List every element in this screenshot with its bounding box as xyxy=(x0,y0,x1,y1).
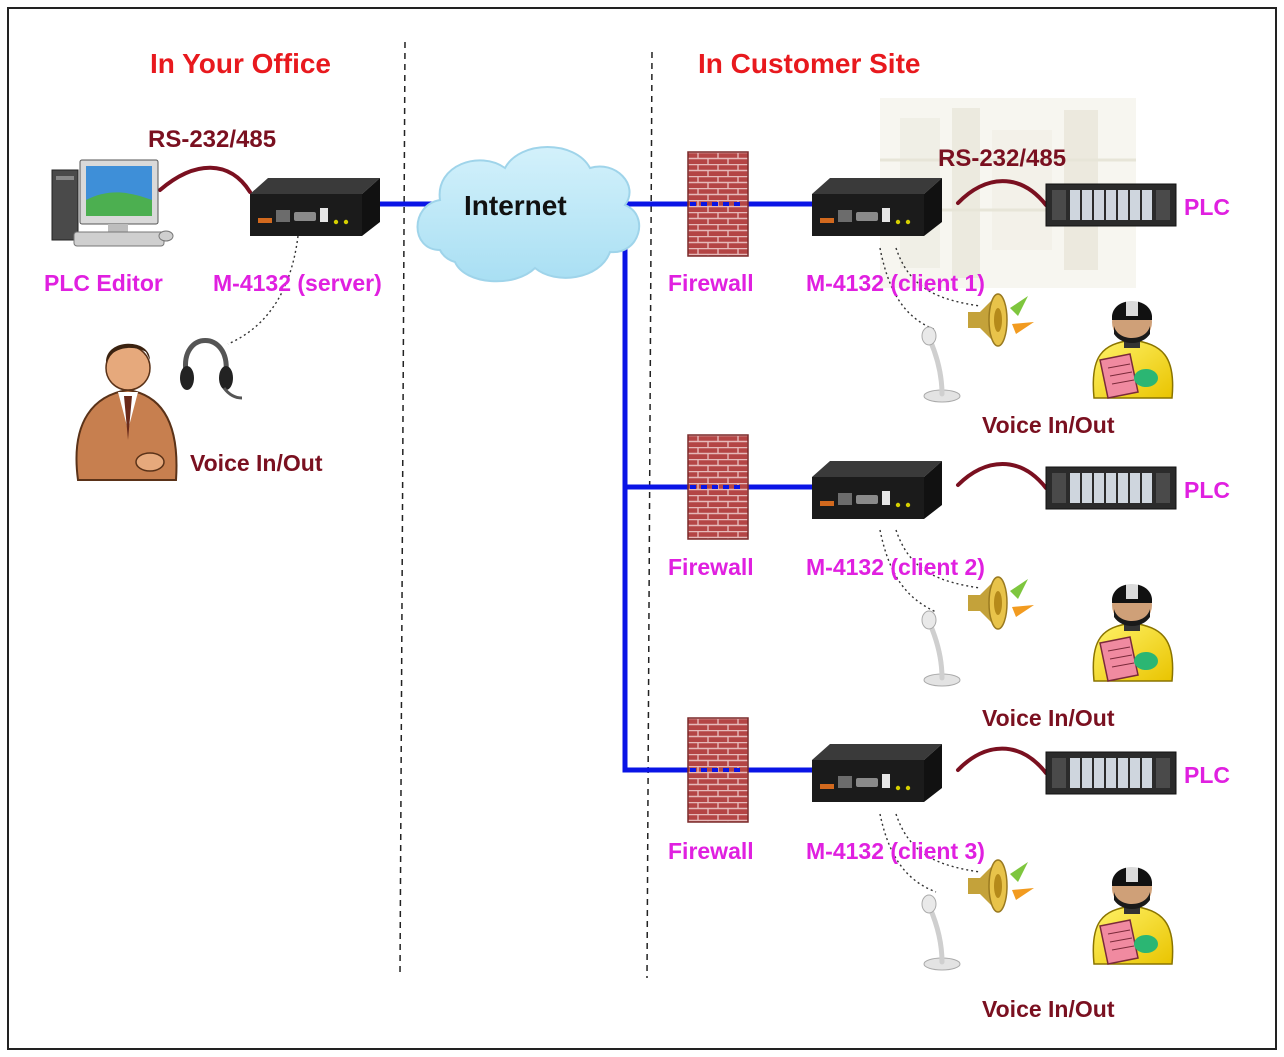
m4132-client3-icon xyxy=(812,744,942,802)
site2-voice-label: Voice In/Out xyxy=(982,705,1115,731)
server-device-label: M-4132 (server) xyxy=(213,270,382,296)
field-worker-icon xyxy=(1092,863,1174,965)
zone-title-customer: In Customer Site xyxy=(698,48,921,79)
businessman-icon xyxy=(75,343,178,481)
site1-plc-label: PLC xyxy=(1184,194,1230,220)
office-voice-label: Voice In/Out xyxy=(190,450,323,476)
site2-firewall-label: Firewall xyxy=(668,554,754,580)
desktop-computer-icon xyxy=(51,159,174,247)
speaker-icon xyxy=(967,293,1035,347)
field-worker-icon xyxy=(1092,580,1174,682)
plc-rack-icon xyxy=(1045,183,1177,227)
site1-device-label: M-4132 (client 1) xyxy=(806,270,985,296)
site2-device-label: M-4132 (client 2) xyxy=(806,554,985,580)
divider-left xyxy=(399,41,406,976)
headset-icon xyxy=(180,338,243,400)
divider-right xyxy=(646,51,653,979)
office-interface-label: RS-232/485 xyxy=(148,126,277,153)
site3-voice-label: Voice In/Out xyxy=(982,996,1115,1022)
speaker-icon xyxy=(967,576,1035,630)
factory-background xyxy=(880,98,1136,288)
m4132-client2-icon xyxy=(812,461,942,519)
speaker-icon xyxy=(967,859,1035,913)
microphone-icon xyxy=(922,611,960,686)
audio-wires xyxy=(227,235,981,893)
firewall-tunnels xyxy=(690,202,744,772)
site1-interface-label: RS-232/485 xyxy=(938,145,1067,172)
pc-label: PLC Editor xyxy=(44,270,163,296)
site1-voice-label: Voice In/Out xyxy=(982,412,1115,438)
site3-device-label: M-4132 (client 3) xyxy=(806,838,985,864)
plc-rack-icon xyxy=(1045,751,1177,795)
site3-plc-label: PLC xyxy=(1184,762,1230,788)
site3-firewall-label: Firewall xyxy=(668,838,754,864)
site2-plc-label: PLC xyxy=(1184,477,1230,503)
m4132-server-icon xyxy=(250,178,380,236)
site1-firewall-label: Firewall xyxy=(668,270,754,296)
internet-label: Internet xyxy=(464,190,567,221)
field-worker-icon xyxy=(1092,297,1174,399)
plc-rack-icon xyxy=(1045,466,1177,510)
zone-title-office: In Your Office xyxy=(150,48,331,79)
m4132-client1-icon xyxy=(812,178,942,236)
microphone-icon xyxy=(922,895,960,970)
serial-cables xyxy=(158,165,1048,775)
internet-cloud-icon xyxy=(416,146,641,283)
microphone-icon xyxy=(922,327,960,402)
